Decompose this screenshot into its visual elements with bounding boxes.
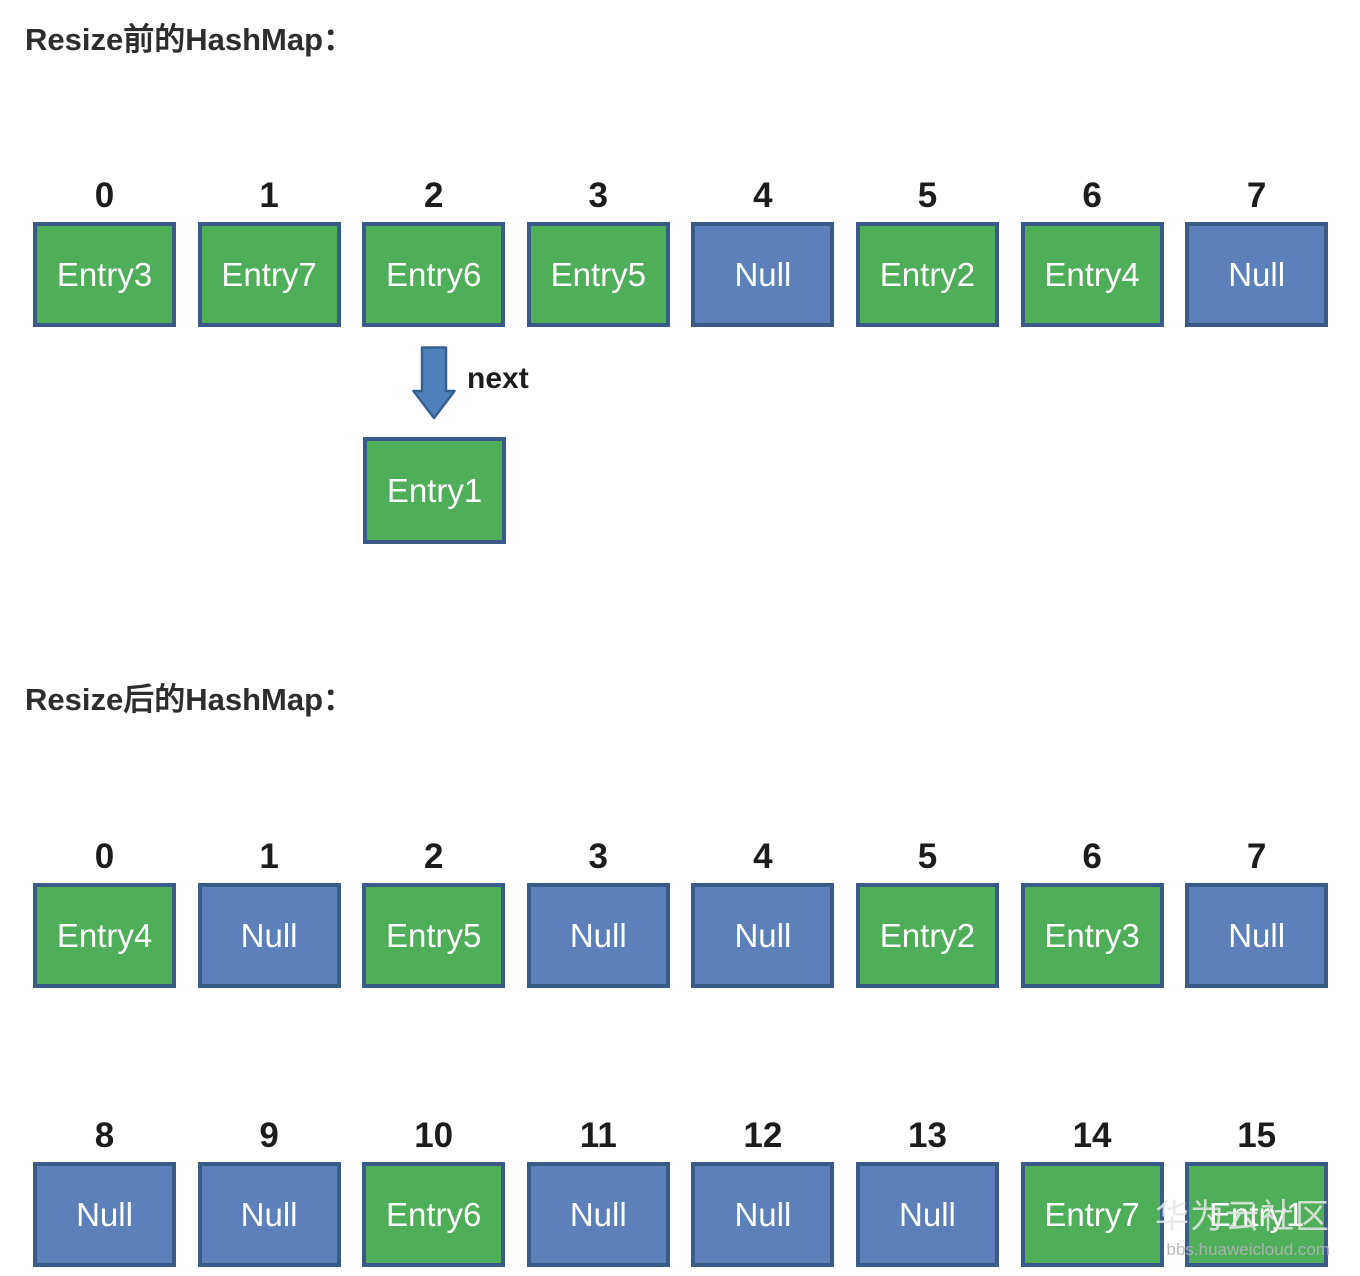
bucket-index-label: 0 (94, 176, 115, 215)
bucket-index-label: 4 (753, 176, 773, 215)
bucket-index-label: 6 (1082, 176, 1102, 215)
bucket-index-label: 13 (908, 1116, 947, 1155)
null-box: Null (197, 883, 341, 988)
entry-box: Entry2 (855, 883, 999, 988)
chained-entry-box: Entry1 (363, 437, 506, 544)
entry-box: Entry6 (362, 222, 506, 327)
bucket-index-label: 5 (917, 176, 938, 215)
bucket-index-label: 7 (1246, 837, 1267, 876)
entry-box: Entry6 (362, 1162, 506, 1267)
entry-box: Entry4 (33, 883, 176, 988)
bucket-index-label: 3 (588, 837, 609, 876)
null-box: Null (691, 222, 835, 327)
bucket-index-label: 10 (414, 1116, 454, 1155)
entry-box: Entry7 (1020, 1162, 1164, 1267)
down-arrow-icon (412, 346, 456, 420)
after-resize-title: Resize后的HashMap： (25, 682, 355, 717)
bucket-index-label: 6 (1082, 837, 1102, 876)
null-box: Null (691, 883, 835, 988)
null-box: Null (197, 1162, 341, 1267)
entry-box: Entry4 (1020, 222, 1164, 327)
entry-box: Entry5 (526, 222, 670, 327)
null-box: Null (1185, 883, 1329, 988)
bucket-index-label: 5 (917, 837, 938, 876)
entry-box: Entry5 (362, 883, 506, 988)
bucket-index-label: 2 (423, 176, 444, 215)
bucket-index-label: 1 (259, 176, 279, 215)
null-box: Null (33, 1162, 176, 1267)
bucket-index-label: 12 (743, 1116, 783, 1155)
bucket-index-label: 9 (259, 1116, 279, 1155)
null-box: Null (526, 1162, 670, 1267)
bucket-index-label: 3 (588, 176, 609, 215)
bucket-index-label: 0 (94, 837, 115, 876)
entry-box: Entry3 (33, 222, 176, 327)
null-box: Null (526, 883, 670, 988)
entry-box: Entry3 (1020, 883, 1164, 988)
bucket-index-label: 14 (1072, 1116, 1112, 1155)
bucket-index-label: 2 (423, 837, 444, 876)
bucket-index-label: 1 (259, 837, 279, 876)
bucket-index-label: 4 (753, 837, 773, 876)
entry-box: Entry2 (855, 222, 999, 327)
bucket-index-label: 8 (94, 1116, 115, 1155)
bucket-index-label: 15 (1237, 1116, 1277, 1155)
bucket-index-label: 11 (579, 1116, 617, 1155)
null-box: Null (855, 1162, 999, 1267)
null-box: Null (1185, 222, 1329, 327)
null-box: Null (691, 1162, 835, 1267)
entry-box: Entry1 (1185, 1162, 1329, 1267)
bucket-index-label: 7 (1246, 176, 1267, 215)
next-pointer-label: next (467, 362, 529, 395)
entry-box: Entry7 (197, 222, 341, 327)
before-resize-title: Resize前的HashMap： (25, 22, 355, 57)
